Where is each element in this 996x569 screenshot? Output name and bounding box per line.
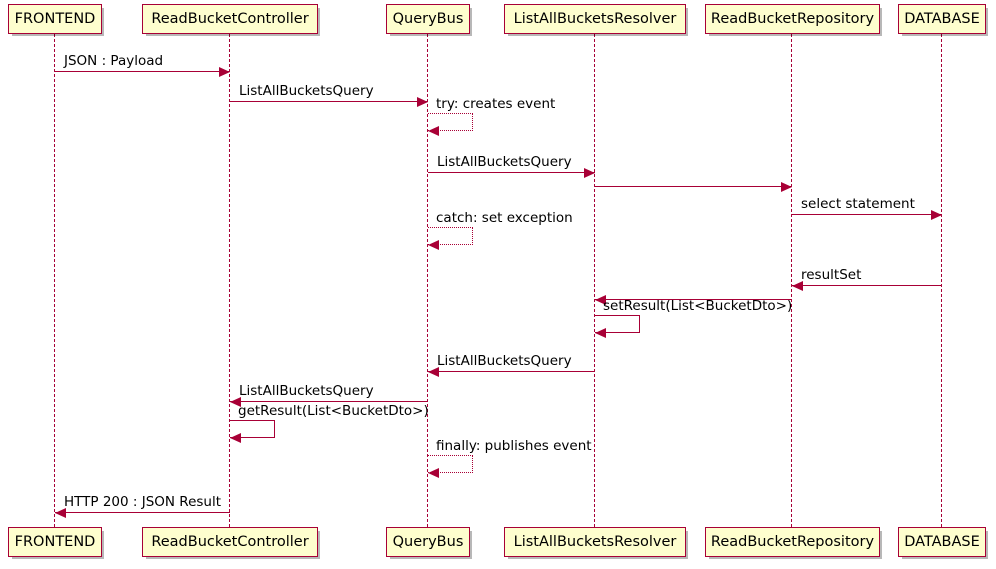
lifeline-querybus <box>427 34 429 527</box>
arrowhead-m10 <box>595 327 606 338</box>
message-line-m4 <box>428 172 595 173</box>
participant-querybus-top[interactable]: QueryBus <box>386 4 470 34</box>
message-label-m14: finally: publishes event <box>436 438 592 454</box>
arrowhead-m6 <box>931 209 942 220</box>
message-line-m2 <box>230 101 428 102</box>
message-label-m3: try: creates event <box>436 96 556 112</box>
participant-resolver-bottom[interactable]: ListAllBucketsResolver <box>504 527 686 557</box>
self-call-loop-m14 <box>428 455 473 473</box>
participant-controller-top[interactable]: ReadBucketController <box>142 4 318 34</box>
lifeline-frontend <box>54 34 56 527</box>
message-label-m13: getResult(List<BucketDto>) <box>238 403 429 419</box>
arrowhead-m1 <box>219 66 230 77</box>
participant-frontend-bottom[interactable]: FRONTEND <box>8 527 102 557</box>
participant-label: ReadBucketRepository <box>710 534 875 550</box>
participant-label: ReadBucketRepository <box>710 11 875 27</box>
message-label-m1: JSON : Payload <box>64 53 164 69</box>
participant-database-top[interactable]: DATABASE <box>898 4 986 34</box>
participant-controller-bottom[interactable]: ReadBucketController <box>142 527 318 557</box>
participant-label: FRONTEND <box>14 11 96 27</box>
message-label-m2: ListAllBucketsQuery <box>239 83 374 99</box>
arrowhead-m4 <box>584 167 595 178</box>
arrowhead-m14 <box>428 467 439 478</box>
participant-label: ReadBucketController <box>151 534 309 550</box>
participant-label: ReadBucketController <box>151 11 309 27</box>
arrowhead-m7 <box>428 239 439 250</box>
message-line-m11 <box>428 371 595 372</box>
message-line-m5 <box>595 186 792 187</box>
participant-repository-top[interactable]: ReadBucketRepository <box>705 4 880 34</box>
self-call-loop-m7 <box>428 227 473 245</box>
arrowhead-m8 <box>792 280 803 291</box>
message-label-m4: ListAllBucketsQuery <box>437 154 572 170</box>
message-label-m12: ListAllBucketsQuery <box>239 383 374 399</box>
message-line-m1 <box>55 71 230 72</box>
lifeline-controller <box>229 34 231 527</box>
message-label-m6: select statement <box>801 196 915 212</box>
message-label-m11: ListAllBucketsQuery <box>437 353 572 369</box>
participant-frontend-top[interactable]: FRONTEND <box>8 4 102 34</box>
participant-label: ListAllBucketsResolver <box>513 11 677 27</box>
arrowhead-m3 <box>428 125 439 136</box>
lifeline-resolver <box>594 34 596 527</box>
message-label-m7: catch: set exception <box>436 210 573 226</box>
participant-label: QueryBus <box>392 11 464 27</box>
lifeline-repository <box>791 34 793 527</box>
arrowhead-m11 <box>428 366 439 377</box>
participant-label: DATABASE <box>904 11 980 27</box>
message-label-m15: HTTP 200 : JSON Result <box>64 494 222 510</box>
self-call-loop-m13 <box>230 420 275 438</box>
participant-label: DATABASE <box>904 534 980 550</box>
lifeline-database <box>941 34 943 527</box>
arrowhead-m2 <box>417 96 428 107</box>
arrowhead-m13 <box>230 432 241 443</box>
self-call-loop-m3 <box>428 113 473 131</box>
message-line-m8 <box>792 285 942 286</box>
arrowhead-m15 <box>55 507 66 518</box>
participant-label: ListAllBucketsResolver <box>513 534 677 550</box>
participant-resolver-top[interactable]: ListAllBucketsResolver <box>504 4 686 34</box>
participant-repository-bottom[interactable]: ReadBucketRepository <box>705 527 880 557</box>
message-label-m8: resultSet <box>801 267 862 283</box>
participant-label: FRONTEND <box>14 534 96 550</box>
message-line-m12 <box>230 401 428 402</box>
arrowhead-m9 <box>595 294 606 305</box>
message-line-m6 <box>792 214 942 215</box>
arrowhead-m12 <box>230 396 241 407</box>
self-call-loop-m10 <box>595 315 640 333</box>
participant-database-bottom[interactable]: DATABASE <box>898 527 986 557</box>
participant-label: QueryBus <box>392 534 464 550</box>
participant-querybus-bottom[interactable]: QueryBus <box>386 527 470 557</box>
message-label-m10: setResult(List<BucketDto>) <box>603 298 793 314</box>
message-line-m9 <box>595 299 792 300</box>
arrowhead-m5 <box>781 181 792 192</box>
message-line-m15 <box>55 512 230 513</box>
